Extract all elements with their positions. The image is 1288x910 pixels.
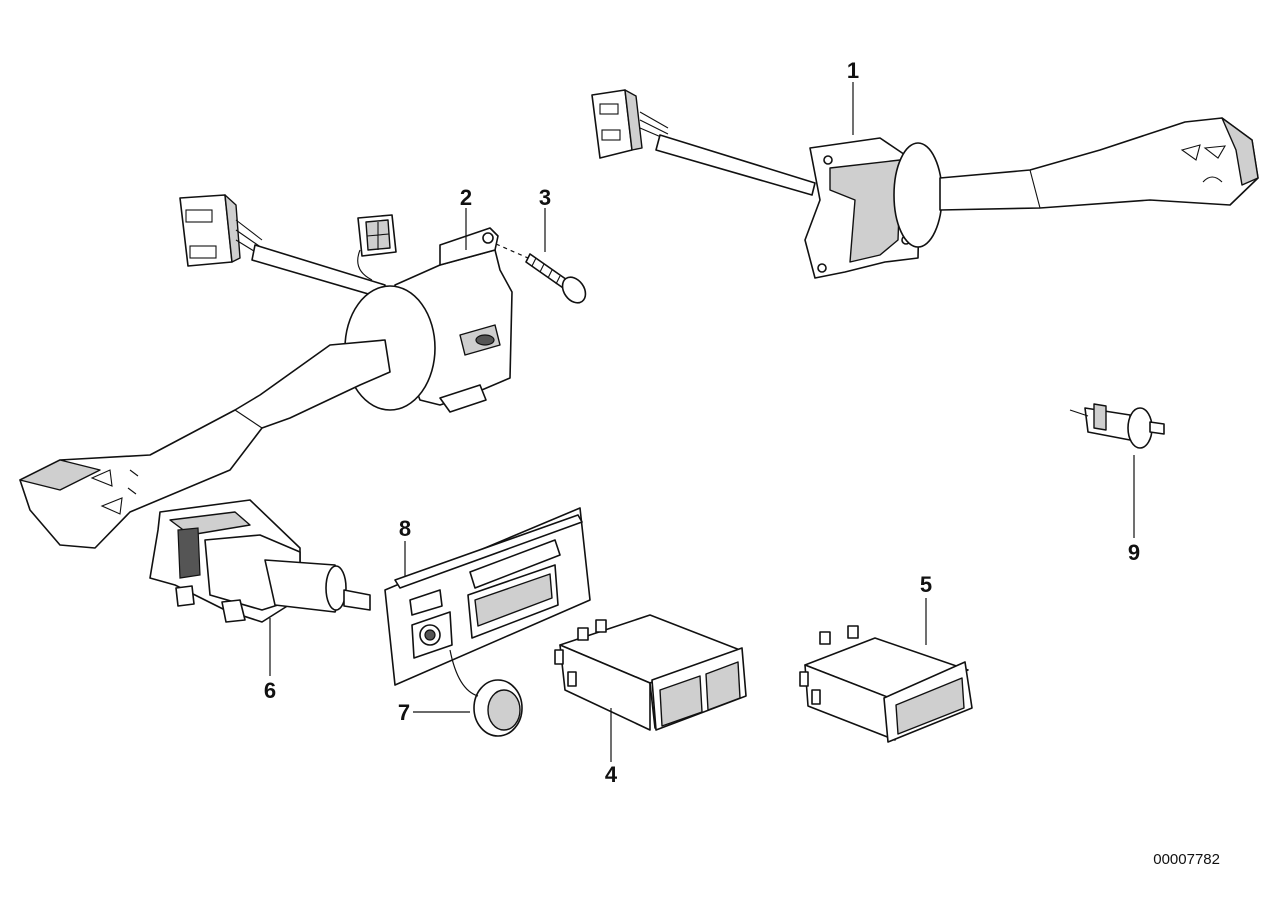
- part-6-brake-light-switch: [149, 499, 371, 623]
- part-1-wiper-switch: [591, 89, 1259, 279]
- callout-6: 6: [264, 678, 276, 703]
- callout-4: 4: [605, 762, 618, 787]
- part-3-screw: [495, 243, 587, 304]
- part-7-knob: [449, 649, 523, 737]
- part-2-turn-signal-switch: [19, 194, 513, 549]
- leader-lines: [269, 82, 1135, 762]
- part-9-bulb: [1069, 403, 1165, 449]
- part-5-relay-single: [799, 625, 973, 743]
- callout-5: 5: [920, 572, 932, 597]
- callout-2: 2: [460, 185, 472, 210]
- part-8-panel: [384, 507, 591, 686]
- callout-7: 7: [398, 700, 410, 725]
- part-4-relay-double: [554, 614, 747, 731]
- callout-3: 3: [539, 185, 551, 210]
- document-id: 00007782: [1153, 851, 1220, 868]
- callout-9: 9: [1128, 540, 1140, 565]
- callout-8: 8: [399, 516, 411, 541]
- callout-1: 1: [847, 58, 859, 83]
